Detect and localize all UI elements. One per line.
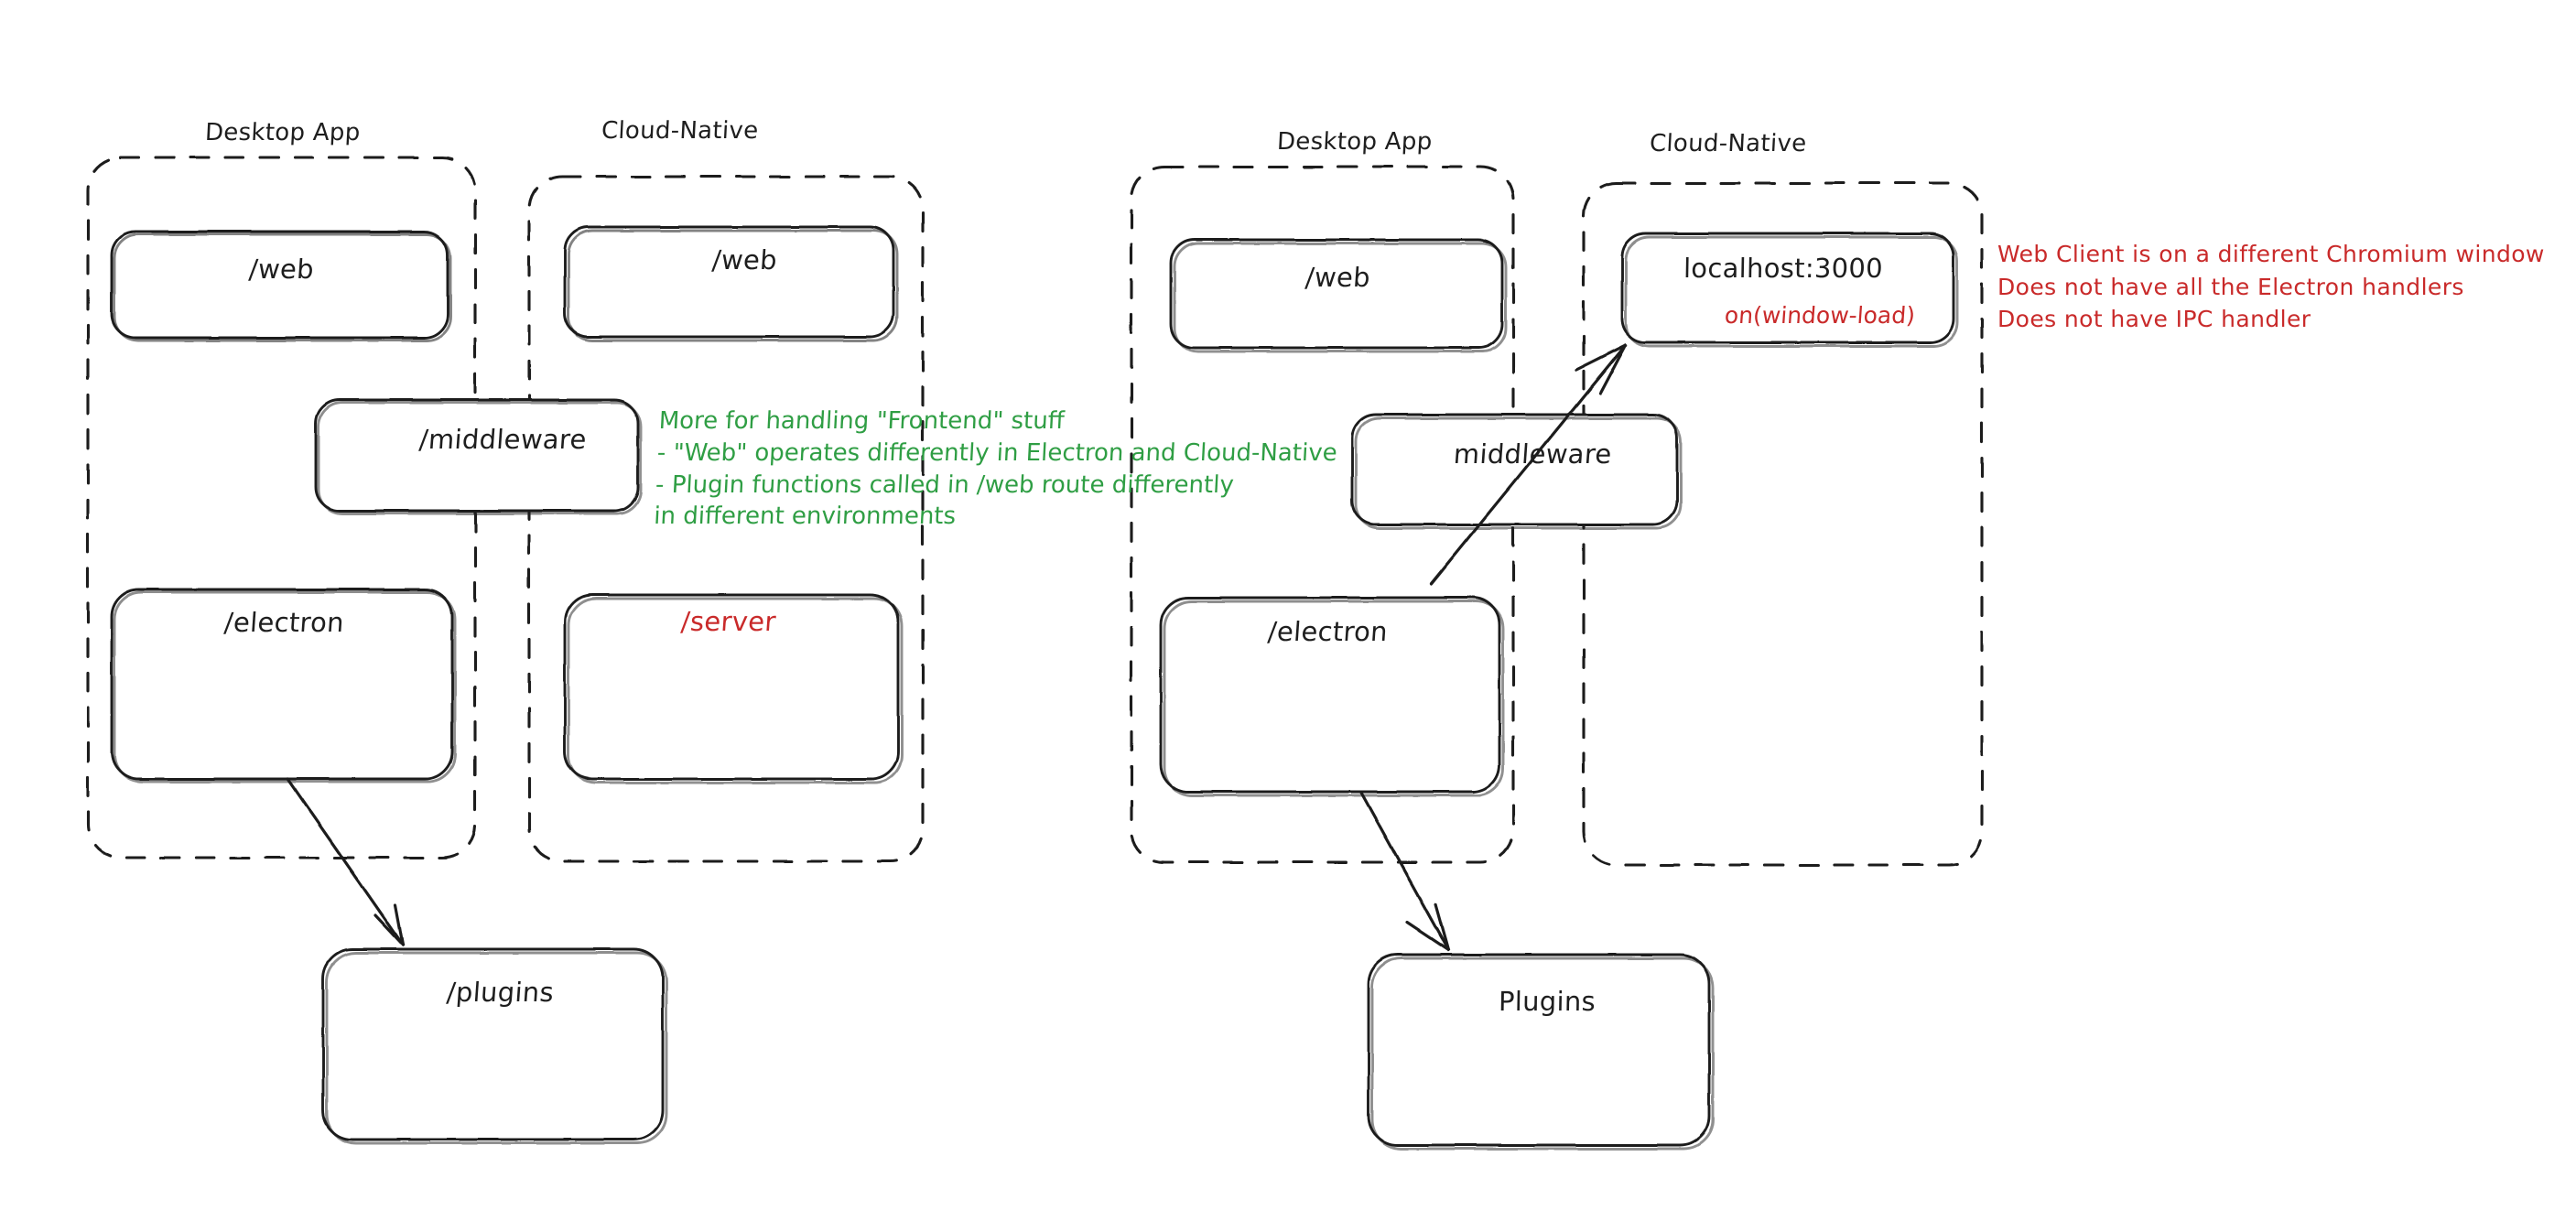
node-label-right-middleware: middleware [1452, 438, 1613, 470]
annotation-red-web-client-note: Web Client is on a different Chromium wi… [1997, 241, 2545, 332]
arrow-right-electron-to-plugins [1359, 791, 1450, 952]
node-box-right-desktop-web-shadow [1173, 242, 1508, 353]
arrow-right-electron-to-plugins-head-b [1434, 902, 1450, 952]
node-box-left-middleware-shadow [317, 401, 643, 515]
group-label-right-desktop: Desktop App [1276, 128, 1434, 156]
node-label-left-desktop-web: /web [247, 254, 316, 285]
group-frame-right-cloud [1582, 181, 1984, 867]
arrow-left-electron-to-plugins-head-a [373, 913, 405, 946]
node-label-right-localhost: localhost:3000 [1683, 253, 1884, 284]
node-box-left-middleware [314, 398, 640, 513]
node-box-left-cloud-web [563, 225, 895, 339]
node-label-right-desktop-web: /web [1304, 262, 1372, 293]
node-label-right-electron: /electron [1266, 616, 1390, 647]
arrow-right-electron-to-plugins-head-a [1405, 921, 1450, 952]
group-label-left-cloud: Cloud-Native [601, 117, 760, 145]
node-label-left-plugins: /plugins [445, 977, 556, 1008]
arrow-right-electron-to-localhost-head-b [1598, 343, 1628, 395]
group-label-left-desktop: Desktop App [204, 119, 362, 146]
node-box-right-middleware-shadow [1354, 416, 1683, 530]
node-label-left-cloud-web: /web [710, 244, 779, 276]
node-label-left-server: /server [679, 606, 777, 637]
node-box-left-desktop-web-shadow [113, 232, 452, 342]
node-label-left-middleware: /middleware [417, 424, 588, 455]
node-box-right-plugins [1367, 953, 1711, 1147]
arrow-left-electron-to-plugins [286, 777, 405, 946]
arrow-right-electron-to-localhost-head-a [1575, 343, 1628, 372]
node-box-right-desktop-web [1169, 238, 1504, 350]
node-box-left-desktop-web [110, 230, 449, 340]
node-label-right-plugins: Plugins [1498, 986, 1596, 1017]
node-box-right-middleware [1350, 413, 1679, 526]
arrow-left-electron-to-plugins-head-b [394, 903, 405, 946]
group-label-right-cloud: Cloud-Native [1649, 130, 1808, 157]
node-label-left-electron: /electron [222, 607, 346, 638]
annotation-green-frontend-note: More for handling "Frontend" stuff - "We… [653, 407, 1338, 531]
node-sublabel-right-localhost-window-load: on(window-load) [1723, 302, 1916, 329]
